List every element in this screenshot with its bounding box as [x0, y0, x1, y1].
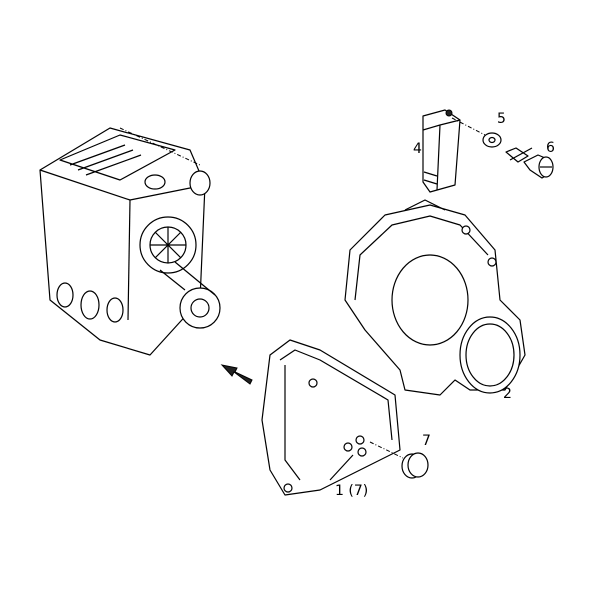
label-part-5: 5	[497, 111, 506, 127]
part-4-bracket	[422, 109, 486, 193]
direction-arrow-icon	[220, 364, 253, 385]
label-part-7: 7	[422, 433, 431, 449]
part-7-cap	[369, 441, 429, 479]
engine-assembly	[39, 127, 221, 356]
fan-shroud-part-2	[344, 199, 526, 396]
label-part-4: 4	[413, 141, 422, 157]
part-5-washer	[482, 132, 502, 148]
label-part-1: 1 (7)	[335, 483, 368, 499]
part-6-screw	[505, 147, 554, 179]
cover-part-1	[261, 339, 401, 496]
label-part-6: 6	[546, 140, 555, 156]
label-part-2: 2	[503, 386, 512, 402]
